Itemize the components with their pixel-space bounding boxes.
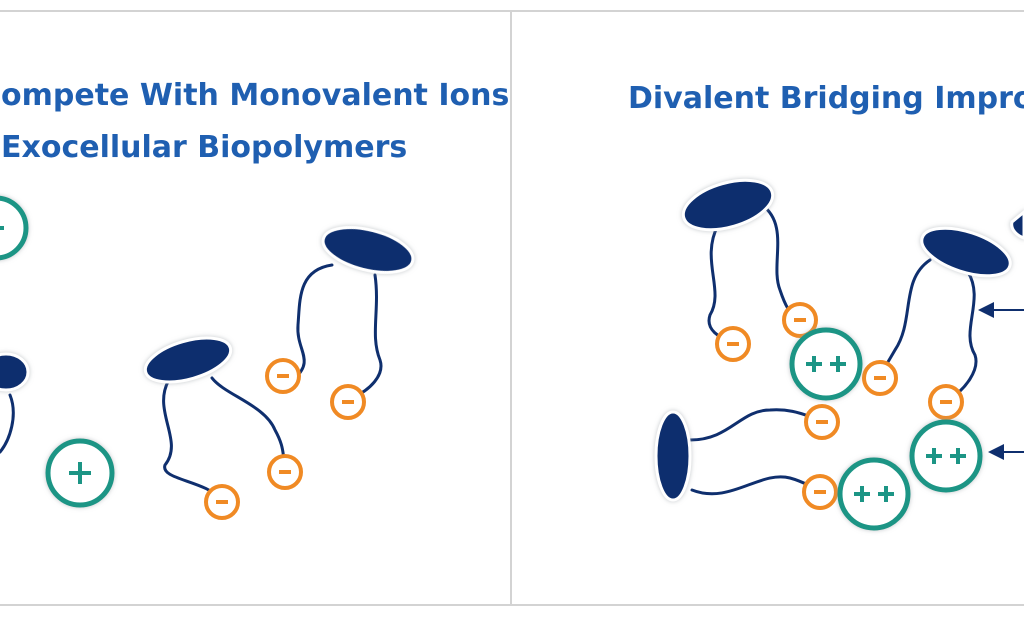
polymer-head	[0, 352, 30, 392]
right-cations	[789, 327, 983, 531]
polymer-head	[143, 336, 233, 384]
negative-charge-icon	[265, 358, 301, 394]
negative-charge-icon	[330, 384, 366, 420]
left-panel-title-line1: ompete With Monovalent Ions	[1, 78, 509, 113]
right-arrows	[978, 302, 1024, 460]
negative-charge-icon	[802, 474, 838, 510]
polymer-tail	[760, 203, 800, 320]
polymer-tail	[0, 393, 15, 454]
polymer-tail	[162, 376, 224, 502]
right-anions	[715, 302, 964, 510]
polymer-tail	[946, 270, 978, 402]
left-panel: ompete With Monovalent Ions Exocellular …	[0, 78, 509, 520]
divalent-cation-icon	[837, 457, 911, 531]
monovalent-cation-icon	[45, 438, 115, 508]
panel-frames	[0, 10, 1024, 606]
negative-charge-icon	[782, 302, 818, 338]
divalent-cation-icon	[789, 327, 863, 401]
negative-charge-icon	[804, 404, 840, 440]
negative-charge-icon	[862, 360, 898, 396]
negative-charge-icon	[204, 484, 240, 520]
right-panel: Divalent Bridging Improve	[628, 81, 1024, 531]
polymer-tail	[878, 258, 932, 378]
polymer-head	[920, 226, 1012, 278]
polymer-head	[681, 178, 775, 232]
left-polymer-heads	[0, 226, 415, 392]
negative-charge-icon	[267, 454, 303, 490]
left-panel-title-line2: Exocellular Biopolymers	[1, 130, 407, 165]
polymer-head	[1010, 210, 1024, 240]
right-panel-title: Divalent Bridging Improve	[628, 81, 1024, 116]
negative-charge-icon	[715, 326, 751, 362]
polymer-tail	[688, 408, 824, 442]
arrow-left-icon	[988, 444, 1024, 460]
polymer-tail	[707, 223, 734, 344]
left-cations	[0, 195, 115, 508]
arrow-left-icon	[978, 302, 1024, 318]
negative-charge-icon	[928, 384, 964, 420]
divalent-cation-icon	[909, 419, 983, 493]
polymer-tail	[690, 475, 822, 496]
polymer-tail	[350, 273, 383, 400]
right-polymer-heads	[654, 178, 1024, 502]
monovalent-cation-icon	[0, 195, 29, 261]
polymer-head	[321, 226, 415, 274]
polymer-head	[654, 410, 692, 502]
polymer-tail	[293, 263, 334, 380]
left-anions	[204, 358, 366, 520]
